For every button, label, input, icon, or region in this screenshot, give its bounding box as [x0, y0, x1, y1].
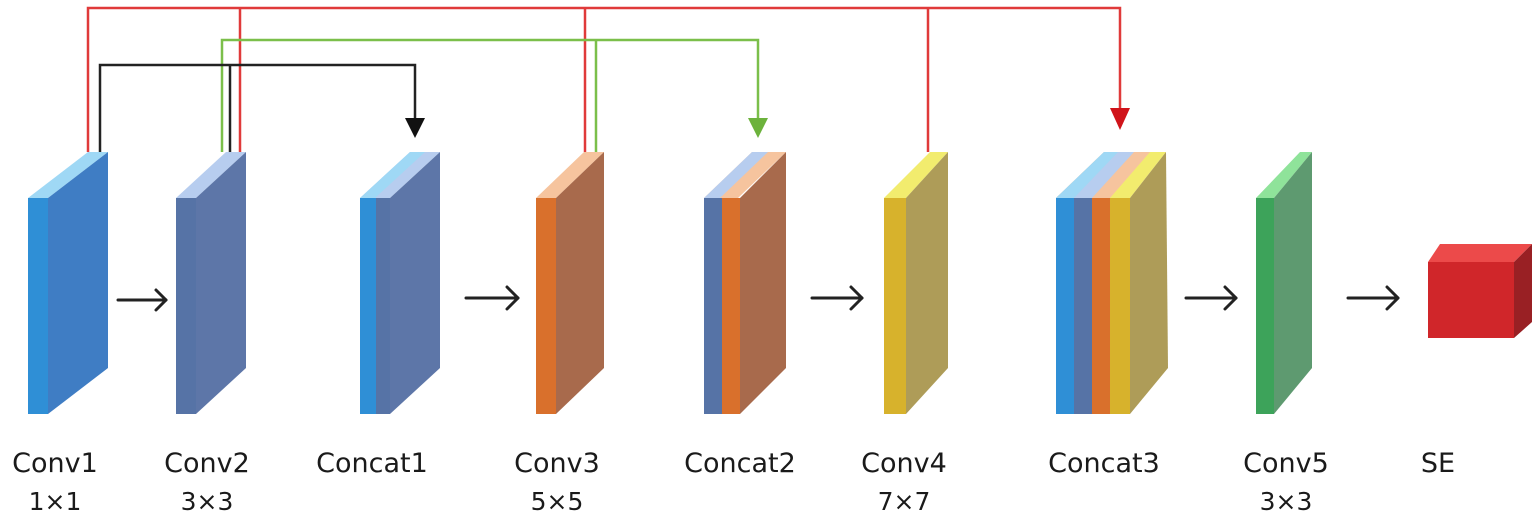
arrowhead-concat3 — [1110, 108, 1130, 130]
label-conv4-name: Conv4 — [861, 448, 947, 479]
label-conv5-kernel: 3×3 — [1260, 487, 1313, 516]
labels: Conv1 1×1 Conv2 3×3 Concat1 Conv3 5×5 Co… — [12, 448, 1455, 516]
block-concat3 — [1056, 152, 1168, 414]
arrowhead-concat1 — [405, 118, 425, 138]
skip-connections-black — [98, 63, 417, 152]
label-conv4-kernel: 7×7 — [878, 487, 931, 516]
label-conv1-kernel: 1×1 — [29, 487, 82, 516]
forward-arrows — [116, 285, 1400, 312]
skip-connections-red — [86, 6, 1122, 152]
block-se — [1428, 244, 1532, 338]
arrow-conv1-conv2 — [116, 288, 168, 312]
arrow-concat3-conv5 — [1184, 285, 1238, 311]
skip-line-conv1-concat3 — [86, 6, 1122, 152]
label-conv1-name: Conv1 — [12, 448, 98, 479]
arrow-concat2-conv4 — [810, 285, 864, 311]
block-conv5 — [1256, 152, 1312, 414]
skip-line-conv1-concat1 — [98, 63, 417, 152]
arrow-conv5-se — [1346, 285, 1400, 311]
skip-line-conv2-concat2 — [220, 38, 760, 152]
block-conv3 — [536, 152, 604, 414]
arrow-concat1-conv3 — [464, 285, 520, 311]
arrowhead-concat2 — [748, 118, 768, 138]
skip-connections-green — [220, 38, 760, 152]
block-concat2 — [704, 152, 786, 414]
label-concat2-name: Concat2 — [684, 448, 796, 479]
label-conv5-name: Conv5 — [1243, 448, 1329, 479]
label-conv3-kernel: 5×5 — [531, 487, 584, 516]
label-conv2-name: Conv2 — [164, 448, 250, 479]
block-conv4 — [884, 152, 948, 414]
label-concat3-name: Concat3 — [1048, 448, 1160, 479]
label-se-name: SE — [1421, 448, 1455, 479]
block-concat1 — [360, 152, 440, 414]
block-conv1 — [28, 152, 108, 414]
label-conv3-name: Conv3 — [514, 448, 600, 479]
block-conv2 — [176, 152, 246, 414]
label-concat1-name: Concat1 — [316, 448, 428, 479]
label-conv2-kernel: 3×3 — [181, 487, 234, 516]
